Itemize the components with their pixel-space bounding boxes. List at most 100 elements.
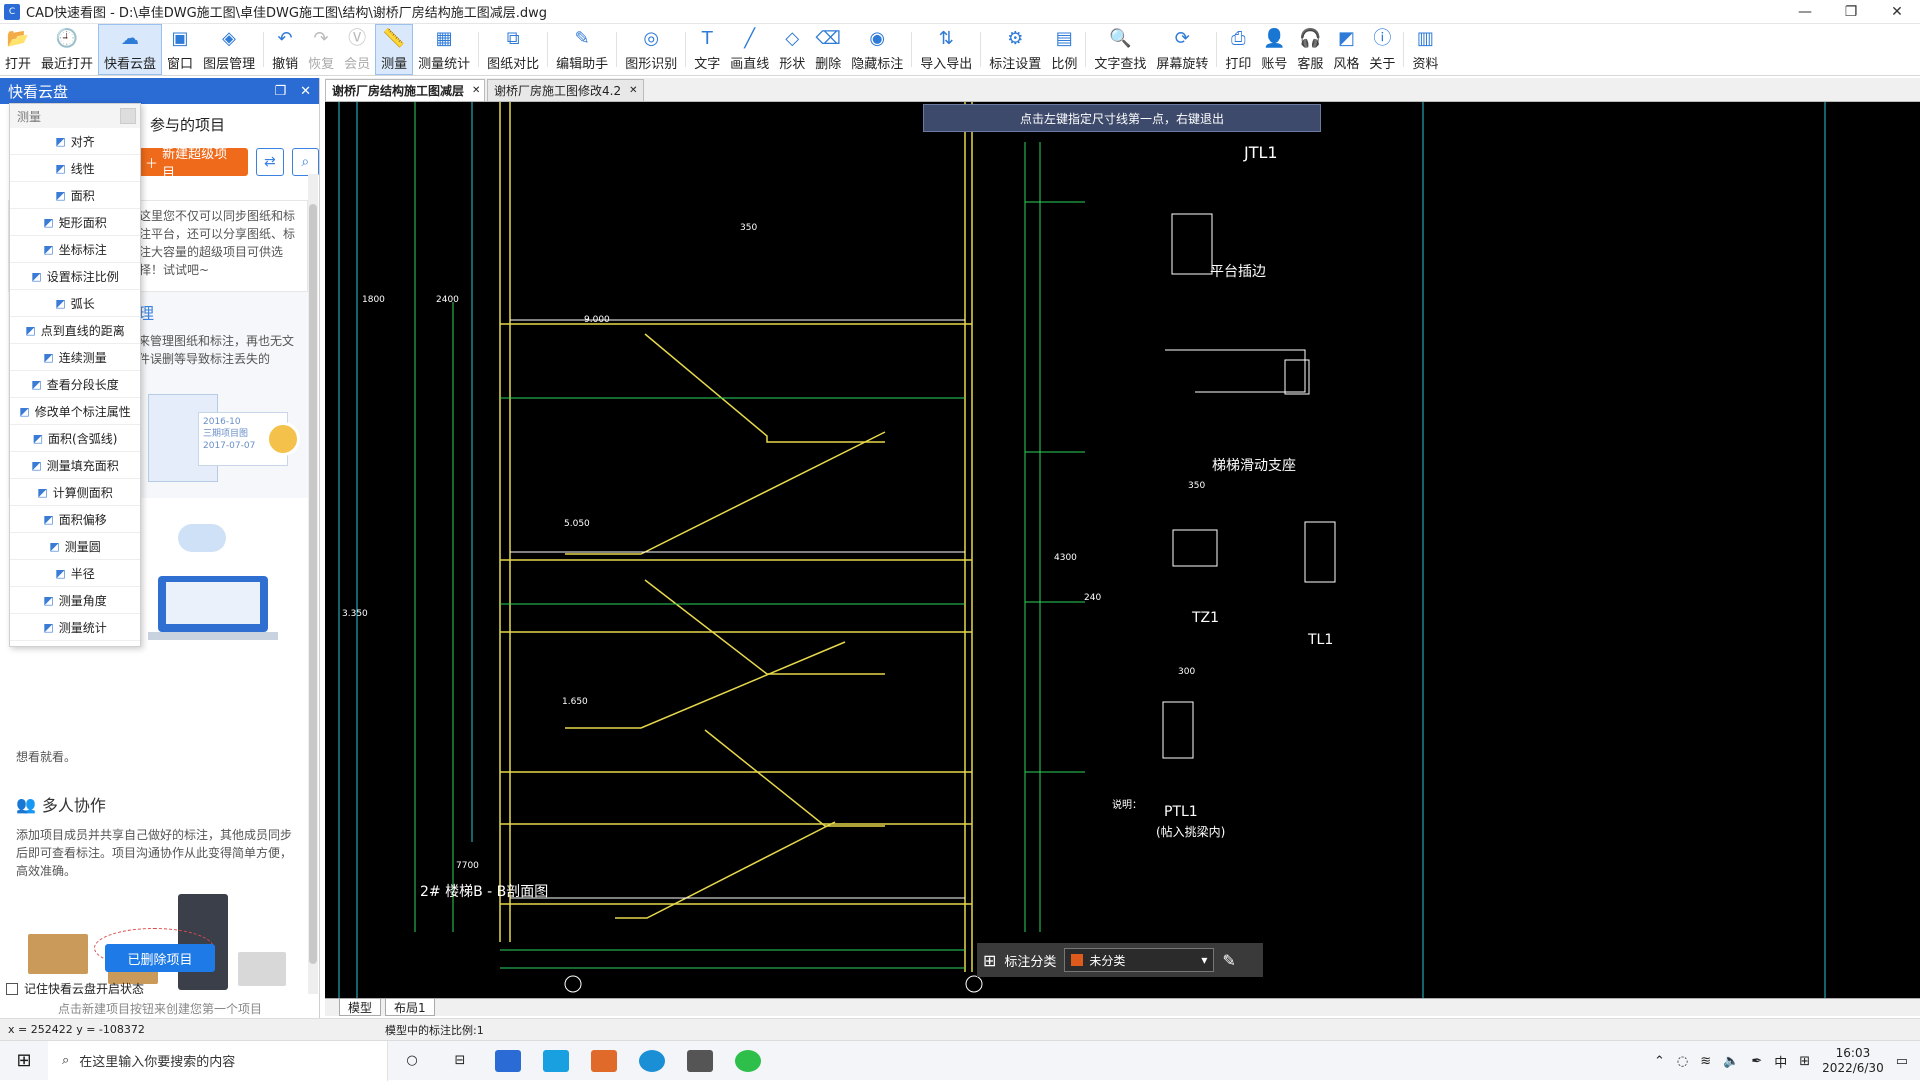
measure-menu-item[interactable]: ◩查看分段长度 [10, 371, 140, 398]
desktop-icon[interactable]: ⊟ [454, 1053, 466, 1068]
toolbar-separator [616, 32, 618, 67]
measure-menu-label: 面积(含弧线) [48, 431, 118, 446]
calculator-icon[interactable] [676, 1041, 724, 1081]
toolbar-label: 隐藏标注 [851, 57, 904, 72]
toolbar-button-measure-stats[interactable]: ▦测量统计 [413, 24, 475, 75]
toolbar-button-print[interactable]: ⎙打印 [1220, 24, 1256, 75]
toolbar-button-compare[interactable]: ⧉图纸对比 [482, 24, 544, 75]
measure-menu-item[interactable]: ◩测量统计 [10, 614, 140, 641]
toolbar-button-redo[interactable]: ↷恢复 [303, 24, 339, 75]
text-app-icon[interactable] [532, 1041, 580, 1081]
measure-menu-item[interactable]: ◩计算侧面积 [10, 479, 140, 506]
measure-menu-item[interactable]: ◩线性 [10, 155, 140, 182]
measure-menu-item[interactable]: ◩面积偏移 [10, 506, 140, 533]
remember-checkbox[interactable]: 记住快看云盘开启状态 [6, 980, 144, 997]
office-app-icon[interactable] [580, 1041, 628, 1081]
edit-category-icon[interactable]: ✎ [1222, 950, 1236, 970]
toolbar-separator [980, 32, 982, 67]
toolbar-button-hide-annotation[interactable]: ◉隐藏标注 [846, 24, 908, 75]
menu-close-icon[interactable] [120, 108, 136, 124]
measure-menu-item[interactable]: ◩面积(含弧线) [10, 425, 140, 452]
panel-scrollbar[interactable] [308, 174, 318, 994]
toolbar-button-ruler[interactable]: 📏测量 [375, 24, 414, 75]
toolbar-button-edit-helper[interactable]: ✎编辑助手 [551, 24, 613, 75]
toolbar-button-cloud[interactable]: ☁快看云盘 [98, 24, 163, 75]
shape-recognize-icon: ◎ [643, 28, 660, 49]
measure-menu-item[interactable]: ◩测量填充面积 [10, 452, 140, 479]
network-icon[interactable]: ◌ [1676, 1053, 1689, 1069]
search-icon[interactable]: ⌕ [291, 148, 319, 176]
layout-tab[interactable]: 模型 [339, 999, 382, 1016]
close-panel-icon[interactable]: ✕ [300, 83, 311, 99]
grid-icon[interactable]: ⊞ [983, 950, 997, 970]
measure-menu-item[interactable]: ◩面积 [10, 182, 140, 209]
volume-icon[interactable]: 🔈 [1723, 1053, 1740, 1069]
toolbar-button-shape-recognize[interactable]: ◎图形识别 [620, 24, 682, 75]
restore-icon[interactable]: ❐ [1844, 4, 1858, 20]
toolbar-button-history[interactable]: 🕘最近打开 [36, 24, 98, 75]
sync-icon[interactable]: ⇄ [256, 148, 284, 176]
windows-start-icon[interactable]: ⊞ [16, 1050, 32, 1071]
close-tab-icon[interactable]: ✕ [472, 85, 481, 96]
taskbar-search[interactable]: ⌕在这里输入你要搜索的内容 [48, 1040, 388, 1081]
toolbar-button-line[interactable]: ╱画直线 [725, 24, 774, 75]
toolbar-button-text-search[interactable]: 🔍文字查找 [1089, 24, 1151, 75]
toolbar-button-layers[interactable]: ◈图层管理 [198, 24, 260, 75]
measure-menu-item[interactable]: ◩弧长 [10, 290, 140, 317]
new-project-button[interactable]: ＋ 新建超级项目 [135, 147, 249, 181]
measure-menu-item[interactable]: ◩连续测量 [10, 344, 140, 371]
toolbar-button-account[interactable]: 👤账号 [1256, 24, 1292, 75]
toolbar-button-folder[interactable]: 📂打开 [0, 24, 36, 75]
measure-menu-item[interactable]: ◩坐标标注 [10, 236, 140, 263]
close-tab-icon[interactable]: ✕ [629, 85, 638, 96]
toolbar-button-annotation-settings[interactable]: ⚙标注设置 [984, 24, 1046, 75]
toolbar-button-rotate-screen[interactable]: ⟳屏幕旋转 [1151, 24, 1213, 75]
toolbar-button-undo[interactable]: ↶撤销 [267, 24, 303, 75]
panel-scroll-thumb[interactable] [309, 204, 317, 964]
ime-indicator[interactable]: 中 [1774, 1055, 1788, 1071]
minimize-icon[interactable]: — [1798, 4, 1812, 20]
close-icon[interactable]: ✕ [1891, 4, 1903, 20]
float-panel-icon[interactable]: ❐ [274, 83, 287, 99]
layout-tab[interactable]: 布局1 [385, 999, 435, 1016]
notification-icon[interactable]: ▭ [1895, 1053, 1908, 1069]
pen-icon[interactable]: ✒ [1751, 1053, 1763, 1069]
measure-menu-item[interactable]: ◩点到直线的距离 [10, 317, 140, 344]
toolbar-button-headset[interactable]: 🎧客服 [1292, 24, 1328, 75]
toolbar-button-shape[interactable]: ◇形状 [774, 24, 810, 75]
measure-menu-item[interactable]: ◩测量角度 [10, 587, 140, 614]
toolbar-button-style[interactable]: ◩风格 [1328, 24, 1364, 75]
measure-menu-item[interactable]: ◩测量圆 [10, 533, 140, 560]
checkbox-box[interactable] [6, 982, 18, 995]
ime-mode-icon[interactable]: ⊞ [1799, 1053, 1811, 1069]
toolbar-button-scale[interactable]: ▤比例 [1046, 24, 1082, 75]
toolbar-button-eraser[interactable]: ⌫删除 [810, 24, 846, 75]
toolbar-separator [547, 32, 549, 67]
toolbar-button-docs[interactable]: ▥资料 [1407, 24, 1443, 75]
document-tab[interactable]: 谢桥厂房结构施工图减层✕ [325, 79, 485, 101]
measure-menu-item[interactable]: ◩矩形面积 [10, 209, 140, 236]
annotation-category-select[interactable]: 未分类 ▾ [1064, 948, 1215, 972]
measure-menu-item[interactable]: ◩设置标注比例 [10, 263, 140, 290]
task-view-icon[interactable]: ○ [406, 1053, 418, 1068]
document-tab[interactable]: 谢桥厂房施工图修改4.2✕ [487, 79, 645, 101]
toolbar-button-window[interactable]: ▣窗口 [162, 24, 198, 75]
toolbar-button-import-export[interactable]: ⇅导入导出 [915, 24, 977, 75]
cad-app-icon[interactable] [484, 1041, 532, 1081]
wechat-icon[interactable] [724, 1041, 772, 1081]
app-icon: C [4, 3, 20, 20]
edge-icon[interactable] [628, 1041, 676, 1081]
wifi-icon[interactable]: ≋ [1700, 1053, 1712, 1069]
deleted-projects-button[interactable]: 已删除项目 [105, 944, 215, 972]
measure-menu-label: 测量圆 [64, 539, 101, 554]
annotation-label: 标注分类 [1004, 954, 1057, 970]
measure-menu-item[interactable]: ◩对齐 [10, 128, 140, 155]
chevron-up-icon[interactable]: ⌃ [1654, 1053, 1665, 1069]
measure-menu-item[interactable]: ◩修改单个标注属性 [10, 398, 140, 425]
measure-menu-item[interactable]: ◩半径 [10, 560, 140, 587]
